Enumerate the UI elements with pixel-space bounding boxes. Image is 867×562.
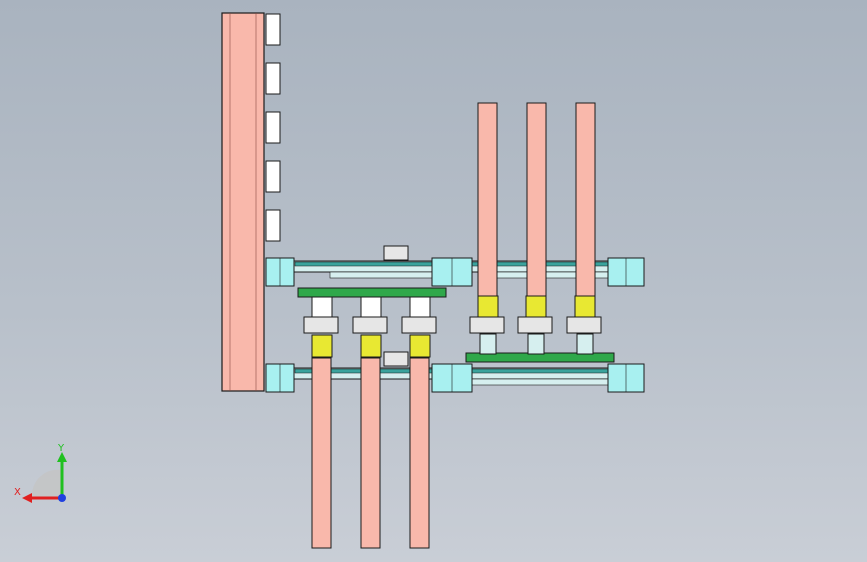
left-gripper-units[interactable] bbox=[303, 296, 437, 358]
x-axis-label: X bbox=[14, 487, 21, 498]
lower-belt-conveyors[interactable] bbox=[311, 357, 430, 549]
upper-green-carriage[interactable] bbox=[297, 287, 447, 298]
motor-end-blocks[interactable] bbox=[265, 257, 645, 393]
y-axis-label: Y bbox=[57, 443, 65, 454]
servo-motors[interactable] bbox=[383, 245, 409, 367]
upper-belt-conveyors[interactable] bbox=[477, 102, 596, 297]
product-blocks bbox=[265, 13, 281, 242]
right-gripper-units[interactable] bbox=[469, 295, 602, 355]
main-vertical-conveyor[interactable] bbox=[221, 12, 265, 392]
z-axis-dot bbox=[58, 494, 66, 502]
coordinate-triad: Y X bbox=[14, 443, 67, 503]
